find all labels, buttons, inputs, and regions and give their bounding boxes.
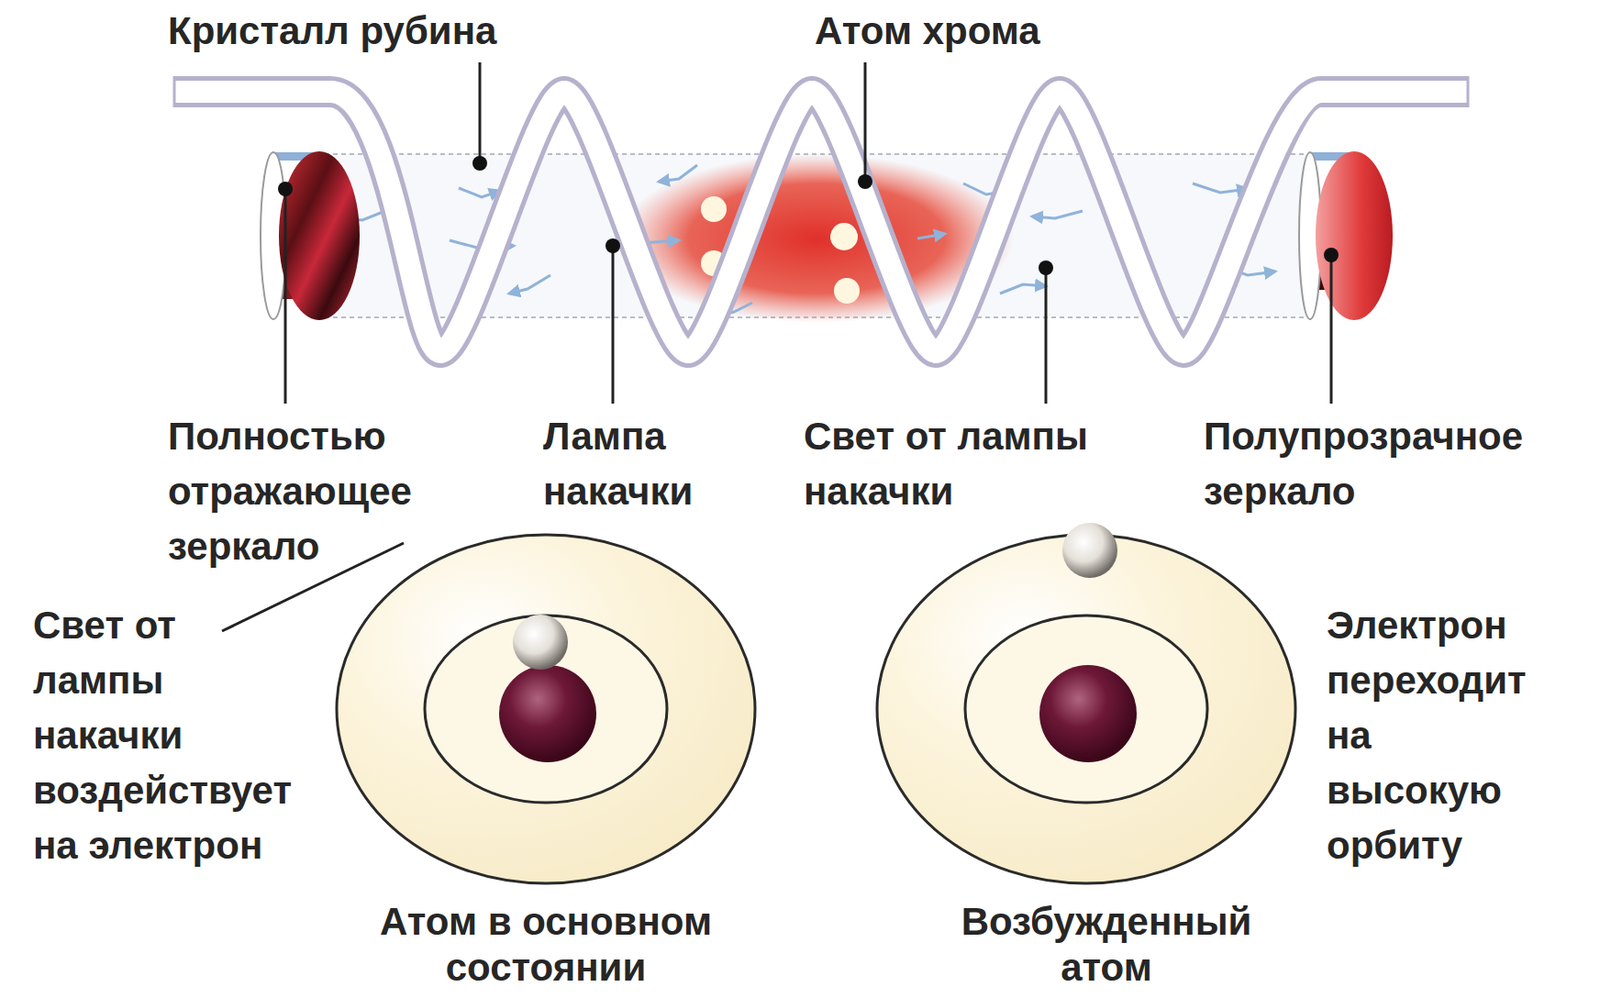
part-label: Свет от лампы накачки (803, 409, 1171, 520)
part-label: Полупрозрачное зеркало (1203, 409, 1589, 520)
part-label: Полностью отражающее зеркало (167, 409, 462, 575)
caption-label: Атом в основном состоянии (334, 899, 757, 991)
part-label: Лампа накачки (543, 409, 741, 520)
note-label: Электрон переходит на высокую орбиту (1326, 598, 1556, 874)
caption-label: Возбужденный атом (932, 899, 1281, 991)
leader-dots (277, 155, 1339, 276)
excited-atom (877, 522, 1296, 884)
full-mirror (278, 151, 360, 321)
pump-lamp (174, 91, 1468, 353)
lamp-end (1466, 76, 1470, 108)
lamp-end (173, 76, 177, 108)
leader-lines (222, 62, 1332, 632)
ground-atom (336, 534, 756, 884)
part-label: Атом хрома (814, 7, 1041, 56)
note-label: Свет от лампы накачки воздействует на эл… (33, 598, 309, 874)
pump-lamp-outline (174, 91, 1468, 353)
semi-mirror (1315, 151, 1393, 321)
part-label: Кристалл рубина (167, 7, 497, 56)
